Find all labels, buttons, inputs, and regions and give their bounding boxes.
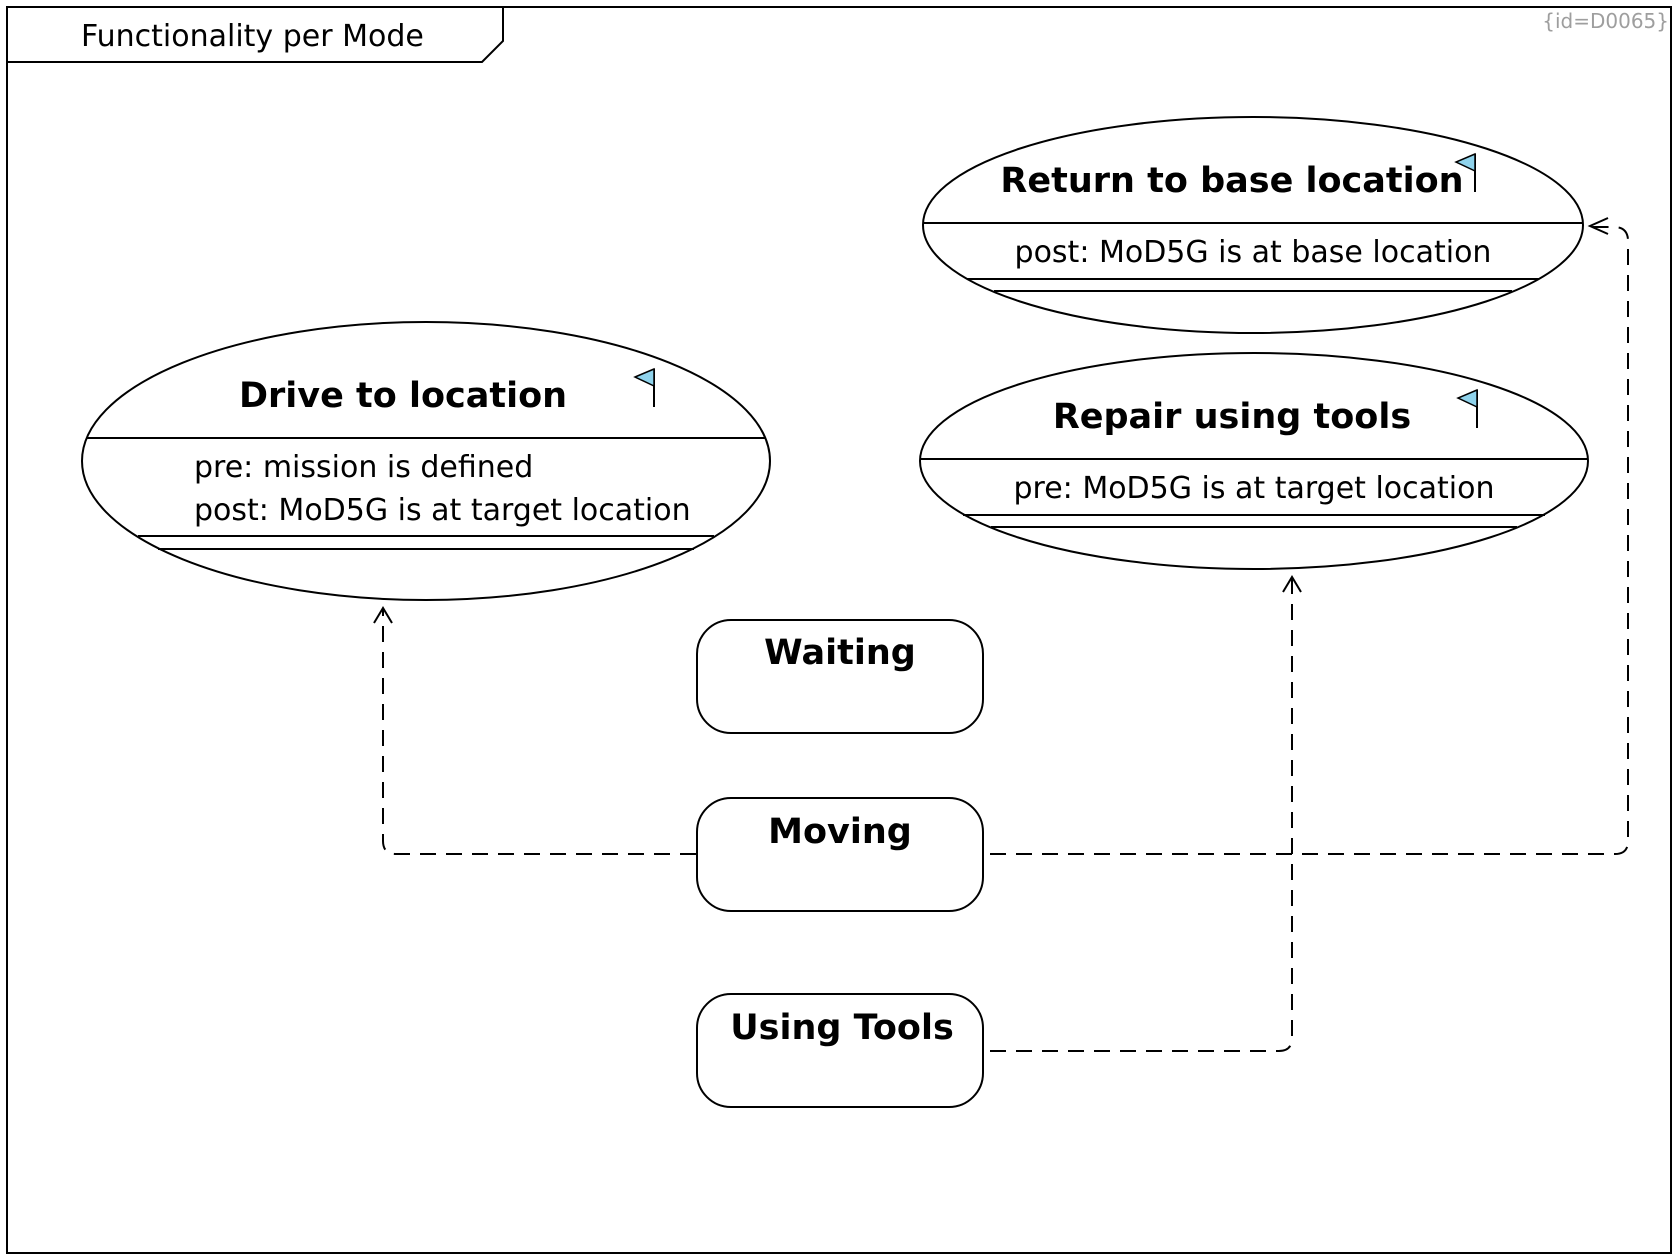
use-case-precondition: pre: mission is defined [194,450,533,485]
mode-box [696,797,984,912]
use-case-ellipse [81,321,771,601]
use-case-ellipse [919,352,1589,570]
mode-waiting[interactable]: Waiting [696,619,984,734]
mode-label: Moving [768,812,912,852]
dependency-moving-drive [373,606,696,855]
use-case-repair-using-tools[interactable]: Repair using tools pre: MoD5G is at targ… [919,352,1589,570]
diagram-frame [6,6,1672,1254]
mode-using-tools[interactable]: Using Tools [696,993,984,1108]
use-case-title: Drive to location [239,376,567,416]
mode-moving[interactable]: Moving [696,797,984,912]
flag-icon [633,367,655,407]
frame-title-tab [7,7,504,63]
frame-title: Functionality per Mode [81,19,424,54]
use-case-precondition: pre: MoD5G is at target location [1014,471,1495,506]
dependency-moving-return [990,217,1629,855]
use-case-title: Return to base location [1000,161,1463,201]
use-case-postcondition: post: MoD5G is at base location [1015,235,1492,270]
mode-box [696,993,984,1108]
use-case-postcondition: post: MoD5G is at target location [194,493,691,528]
flag-icon [1454,152,1476,192]
dependency-usingtools-repair [990,575,1302,1052]
mode-label: Waiting [764,633,916,673]
flag-icon [1456,388,1478,428]
mode-box [696,619,984,734]
use-case-title: Repair using tools [1053,397,1411,437]
use-case-return-to-base-location[interactable]: Return to base location post: MoD5G is a… [922,116,1584,334]
diagram-id-tag: {id=D0065} [1542,9,1669,33]
use-case-ellipse [922,116,1584,334]
use-case-drive-to-location[interactable]: Drive to location pre: mission is define… [81,321,771,601]
mode-label: Using Tools [730,1008,954,1048]
